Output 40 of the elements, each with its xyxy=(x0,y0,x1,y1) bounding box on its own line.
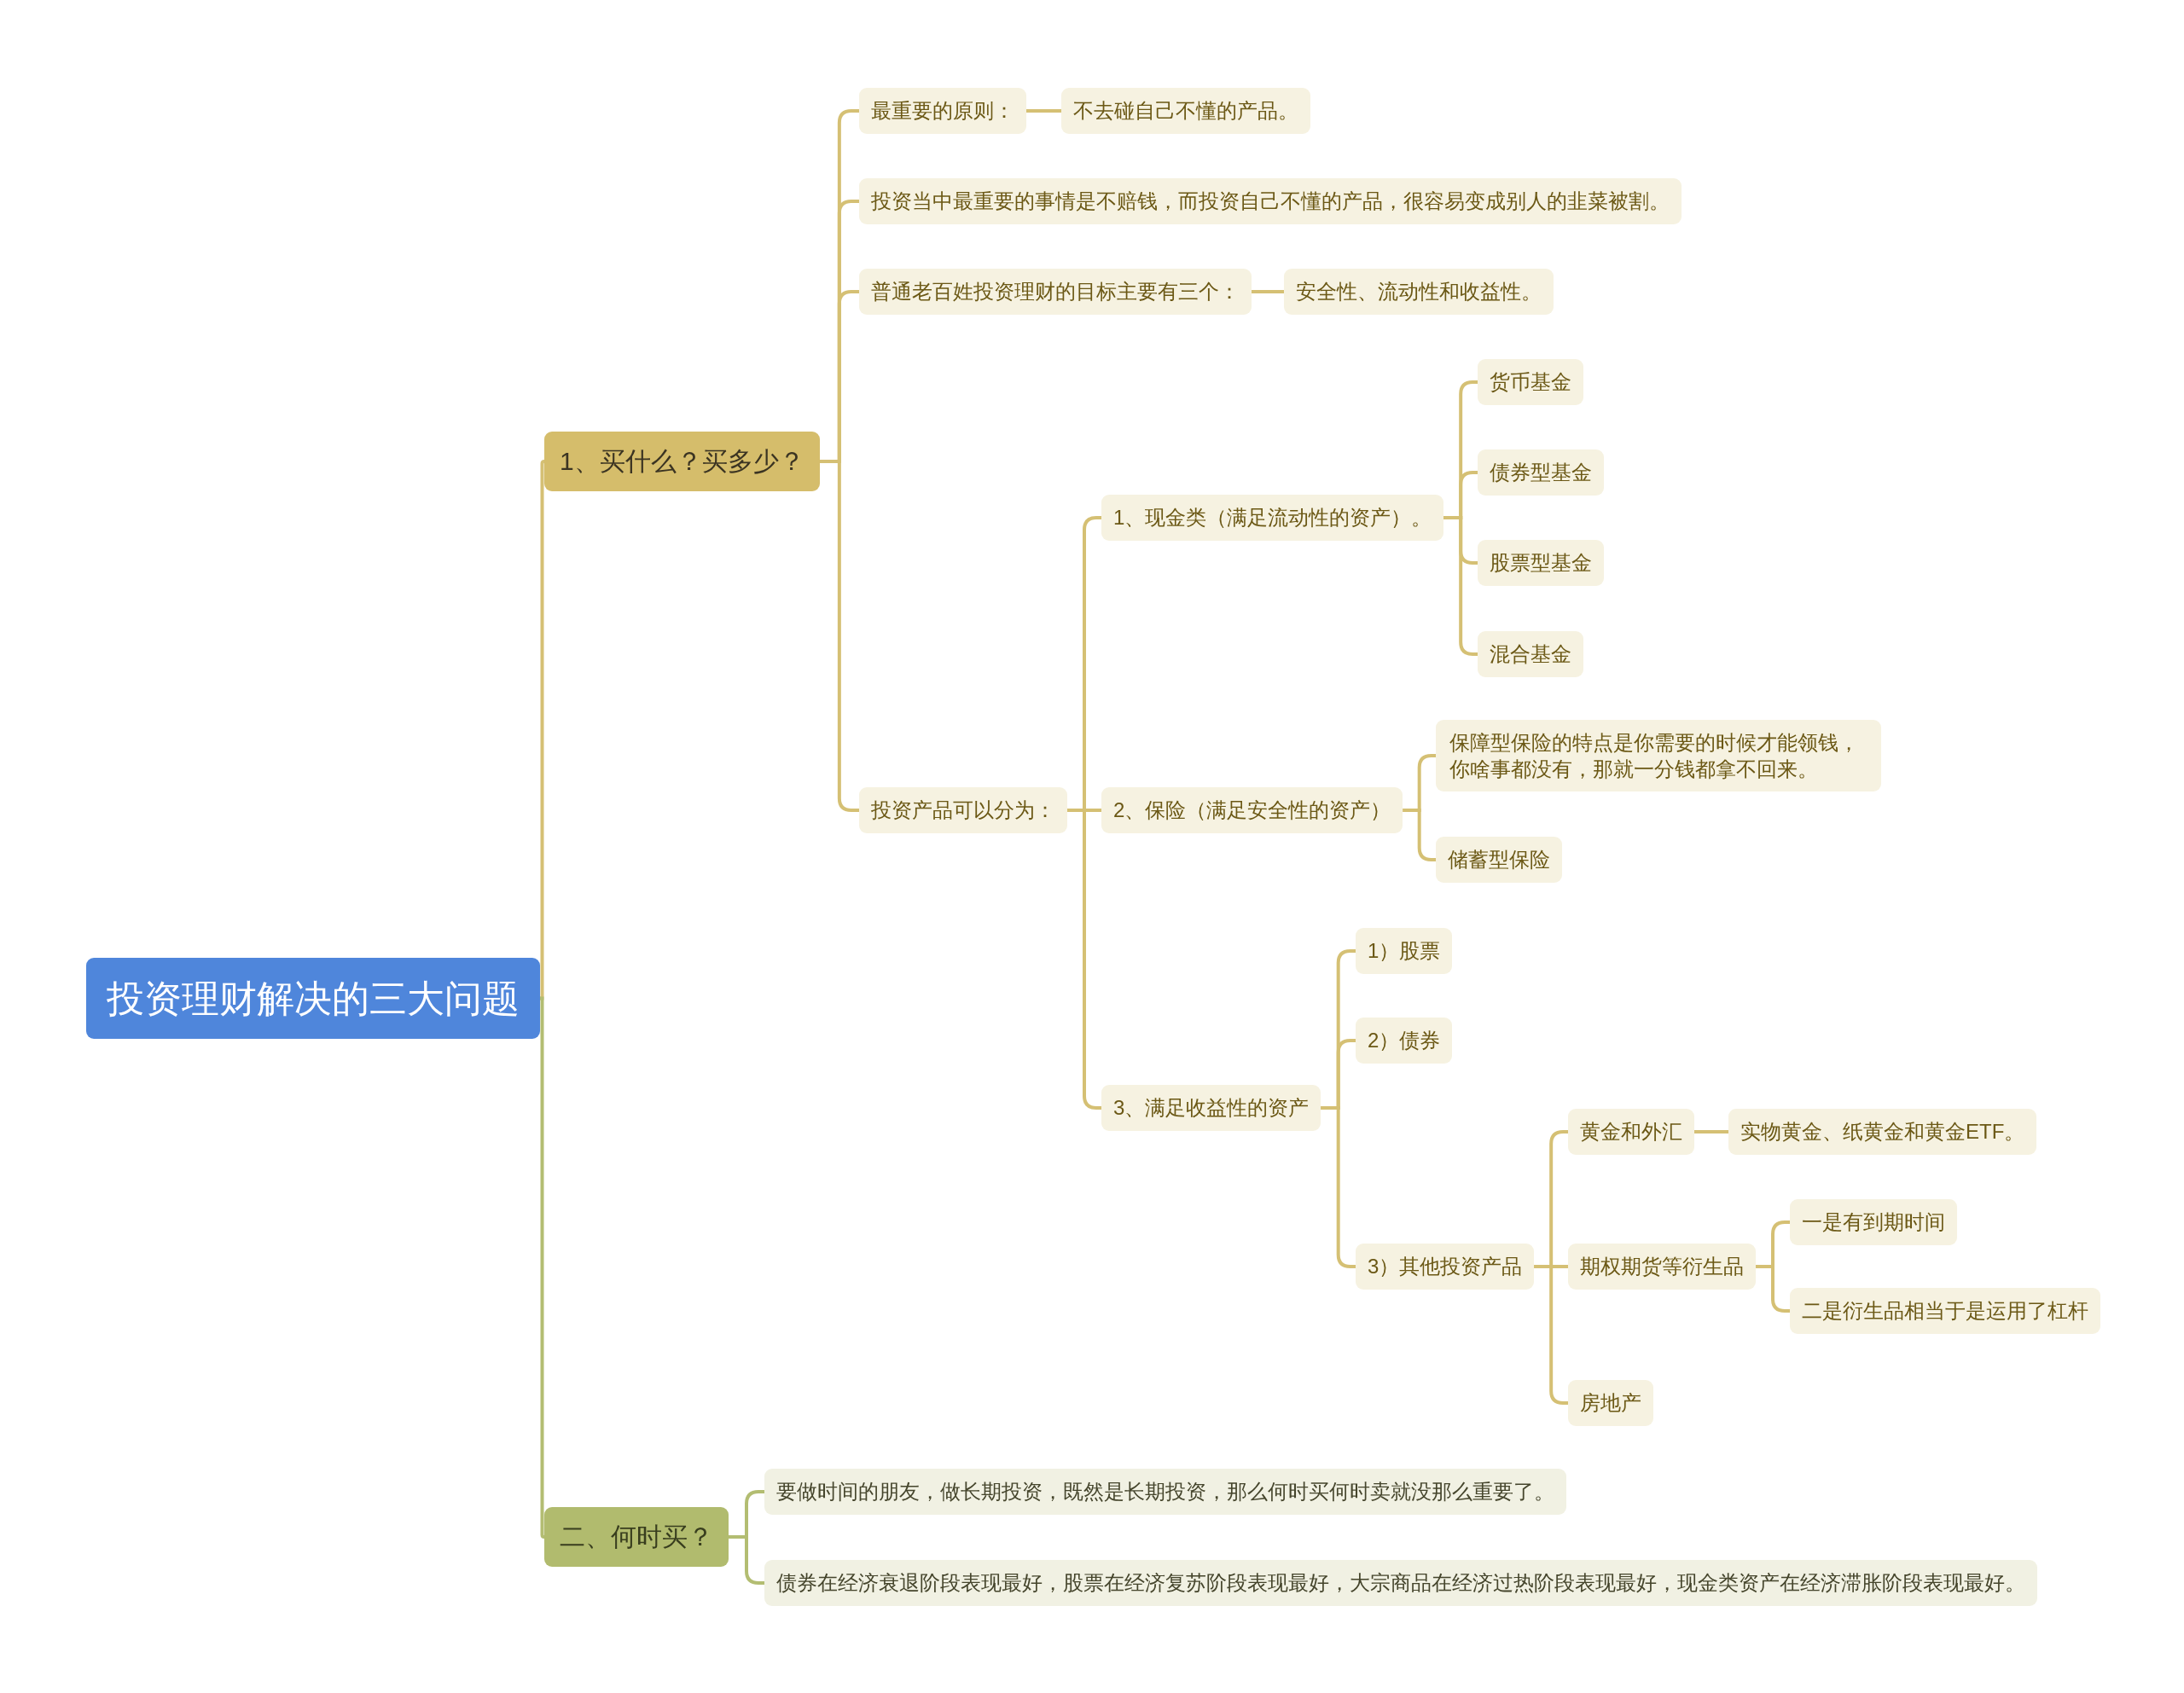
subtopic: 债券在经济衰退阶段表现最好，股票在经济复苏阶段表现最好，大宗商品在经济过热阶段表现最好，现金类资产在经济滞胀阶段表现最好。 xyxy=(764,1560,2037,1606)
subtopic: 安全性、流动性和收益性。 xyxy=(1284,269,1554,315)
connector-line xyxy=(1067,809,1101,1110)
subtopic: 1、现金类（满足流动性的资产）。 xyxy=(1101,495,1444,541)
connector-line xyxy=(538,996,546,1539)
subtopic: 最重要的原则： xyxy=(859,88,1026,134)
connector-line xyxy=(1252,290,1284,293)
connector-line xyxy=(1534,1265,1568,1405)
subtopic: 保障型保险的特点是你需要的时候才能领钱，你啥事都没有，那就一分钱都拿不回来。 xyxy=(1436,720,1881,791)
connector-line xyxy=(1403,809,1436,861)
subtopic: 1）股票 xyxy=(1356,928,1453,974)
subtopic: 混合基金 xyxy=(1478,631,1583,677)
connector-line xyxy=(1694,1130,1728,1133)
subtopic: 2）债券 xyxy=(1356,1018,1453,1064)
subtopic: 期权期货等衍生品 xyxy=(1568,1244,1756,1290)
subtopic: 不去碰自己不懂的产品。 xyxy=(1061,88,1310,134)
subtopic: 2、保险（满足安全性的资产） xyxy=(1101,787,1403,833)
connector-line xyxy=(1026,109,1061,113)
main-topic: 1、买什么？买多少？ xyxy=(544,432,820,491)
subtopic: 要做时间的朋友，做长期投资，既然是长期投资，那么何时买何时卖就没那么重要了。 xyxy=(764,1469,1566,1515)
subtopic: 一是有到期时间 xyxy=(1790,1199,1957,1245)
subtopic: 二是衍生品相当于是运用了杠杆 xyxy=(1790,1288,2100,1334)
subtopic: 投资当中最重要的事情是不赔钱，而投资自己不懂的产品，很容易变成别人的韭菜被割。 xyxy=(859,178,1682,224)
subtopic: 投资产品可以分为： xyxy=(859,787,1067,833)
subtopic: 实物黄金、纸黄金和黄金ETF。 xyxy=(1728,1109,2037,1155)
subtopic: 3）其他投资产品 xyxy=(1356,1244,1535,1290)
subtopic: 普通老百姓投资理财的目标主要有三个： xyxy=(859,269,1252,315)
subtopic: 黄金和外汇 xyxy=(1568,1109,1694,1155)
subtopic: 3、满足收益性的资产 xyxy=(1101,1085,1321,1131)
subtopic: 房地产 xyxy=(1568,1380,1653,1426)
central-topic: 投资理财解决的三大问题 xyxy=(86,958,540,1039)
subtopic: 储蓄型保险 xyxy=(1436,837,1562,883)
subtopic: 债券型基金 xyxy=(1478,449,1604,496)
connector-line xyxy=(1321,1106,1356,1268)
connector-line xyxy=(729,1535,764,1585)
connector-line xyxy=(1443,516,1478,656)
connector-line xyxy=(819,460,859,812)
main-topic: 二、何时买？ xyxy=(544,1507,729,1567)
subtopic: 货币基金 xyxy=(1478,359,1583,405)
subtopic: 股票型基金 xyxy=(1478,540,1604,586)
